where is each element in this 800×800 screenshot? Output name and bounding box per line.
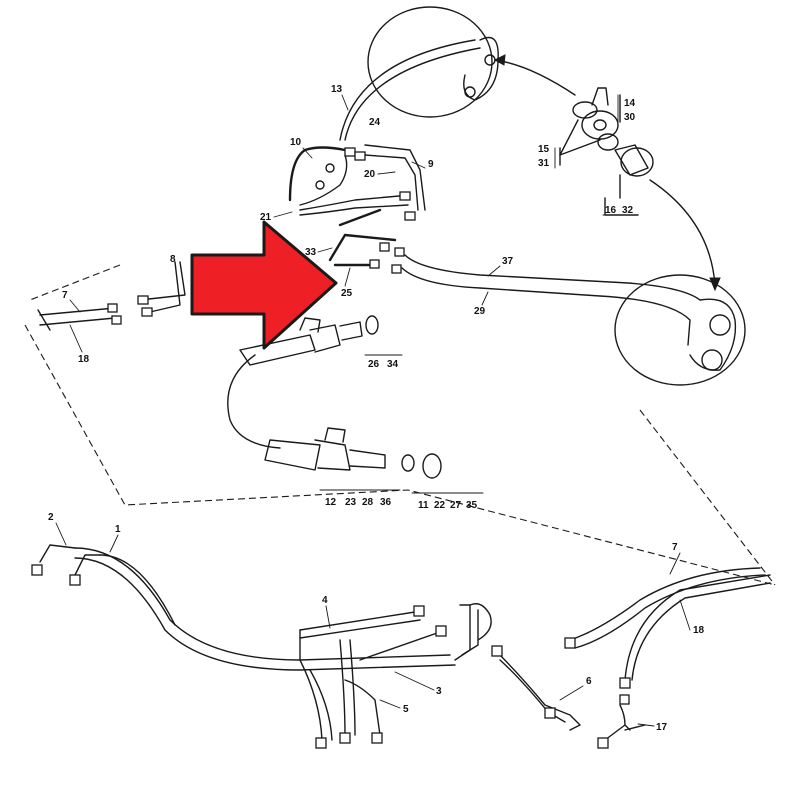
part-label-12: 12 <box>325 497 337 508</box>
part-label-29: 29 <box>474 306 486 317</box>
part-label-10: 10 <box>290 137 302 148</box>
part-label-17: 17 <box>656 722 668 733</box>
part-label-3: 3 <box>436 686 442 697</box>
pipe-clip-10 <box>288 146 366 206</box>
part-label-9: 9 <box>428 159 434 170</box>
injector-upper <box>239 315 379 366</box>
part-label-22: 22 <box>434 500 446 511</box>
part-label-7-left: 7 <box>62 290 68 301</box>
part-label-32: 32 <box>622 205 634 216</box>
part-label-30: 30 <box>624 112 636 123</box>
part-label-18-left: 18 <box>78 354 90 365</box>
part-label-35: 35 <box>466 500 478 511</box>
leader-lines <box>55 94 691 727</box>
part-label-13: 13 <box>331 84 343 95</box>
right-injection-pump <box>614 274 746 386</box>
injector-lower <box>264 427 442 479</box>
part-label-5: 5 <box>403 704 409 715</box>
part-label-31: 31 <box>538 158 550 169</box>
pipe-9 <box>364 144 426 211</box>
part-label-20: 20 <box>364 169 376 180</box>
banjo-fitting-group <box>559 87 654 216</box>
red-callout-arrow <box>190 220 338 350</box>
part-label-28: 28 <box>362 497 374 508</box>
part-label-34: 34 <box>387 359 399 370</box>
pipe-8 <box>137 261 186 317</box>
part-label-37: 37 <box>502 256 514 267</box>
part-label-2: 2 <box>48 512 54 523</box>
dashed-outline <box>24 264 776 586</box>
part-label-15: 15 <box>538 144 550 155</box>
part-label-14: 14 <box>624 98 636 109</box>
part-label-4: 4 <box>322 595 328 606</box>
part-label-27: 27 <box>450 500 462 511</box>
part-label-16: 16 <box>605 205 617 216</box>
part-labels: 13 24 14 30 15 31 16 32 10 9 20 21 33 8 … <box>48 84 705 733</box>
part-label-6: 6 <box>586 676 592 687</box>
top-injection-pump <box>339 6 499 141</box>
part-label-8: 8 <box>170 254 176 265</box>
pipe-37-29 <box>401 254 701 346</box>
pipe-assembly-21-33 <box>299 191 416 274</box>
part-label-11: 11 <box>418 500 429 511</box>
pipe-7-18-left <box>37 303 122 331</box>
part-label-7-right: 7 <box>672 542 678 553</box>
part-label-18-right: 18 <box>693 625 705 636</box>
part-label-36: 36 <box>380 497 392 508</box>
part-label-1: 1 <box>115 524 121 535</box>
return-arrow-right <box>649 179 721 292</box>
leak-off-pipe <box>227 354 281 449</box>
return-arrow-top <box>493 54 576 96</box>
label-underlines <box>319 94 639 494</box>
part-label-25: 25 <box>341 288 353 299</box>
part-label-24: 24 <box>369 117 381 128</box>
part-label-26: 26 <box>368 359 380 370</box>
part-label-23: 23 <box>345 497 357 508</box>
part-label-33: 33 <box>305 247 317 258</box>
bottom-pipe-set <box>31 544 771 749</box>
part-label-21: 21 <box>260 212 272 223</box>
